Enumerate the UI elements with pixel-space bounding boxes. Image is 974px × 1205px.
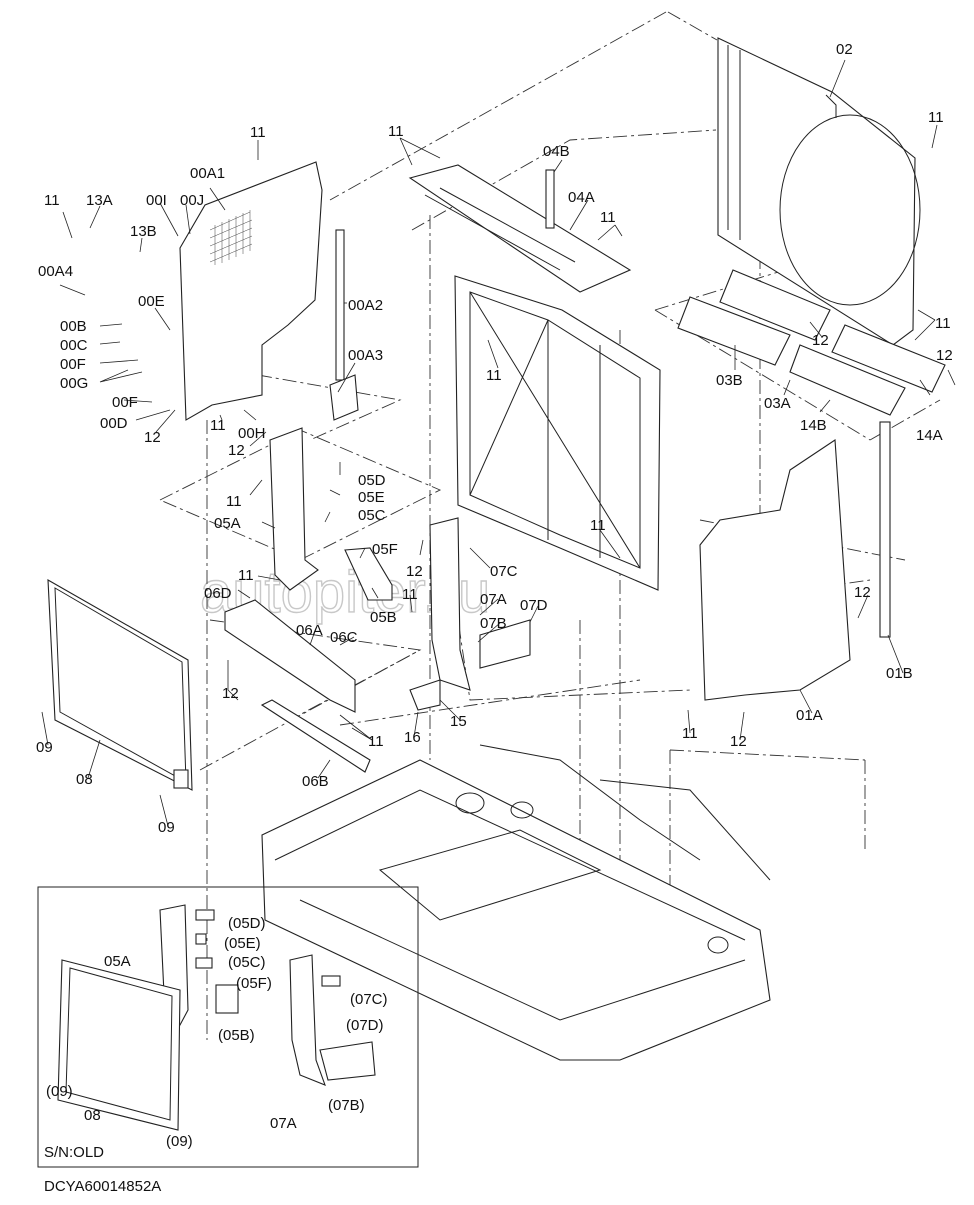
callout-08: 08 [76, 771, 93, 788]
callout-07a: 07A [480, 591, 507, 608]
callout-00d: 00D [100, 415, 128, 432]
callout-00f: 00F [112, 394, 138, 411]
callout-05d: (05D) [228, 915, 266, 932]
callout-15: 15 [450, 713, 467, 730]
callout-05e: (05E) [224, 935, 261, 952]
callout-11: 11 [402, 586, 418, 603]
callout-07d: 07D [520, 597, 548, 614]
callout-01a: 01A [796, 707, 823, 724]
callout-07c: 07C [490, 563, 518, 580]
callout-11: 11 [682, 725, 698, 742]
callout-13a: 13A [86, 192, 113, 209]
callout-00b: 00B [60, 318, 87, 335]
callout-12: 12 [730, 733, 747, 750]
callout-16: 16 [404, 729, 421, 746]
callout-14b: 14B [800, 417, 827, 434]
callout-00a3: 00A3 [348, 347, 383, 364]
callout-11: 11 [486, 367, 502, 384]
callout-11: 11 [928, 109, 944, 126]
callout-07d: (07D) [346, 1017, 384, 1034]
callout-12: 12 [812, 332, 829, 349]
callout-04b: 04B [543, 143, 570, 160]
top-cover-04A [408, 164, 632, 293]
callout-00i: 00I [146, 192, 167, 209]
callout-00e: 00E [138, 293, 165, 310]
side-panel-01A [699, 421, 891, 701]
callout-labels: 02 11 11 11 00A1 04B 04A 11 13A 00I 00J 13B 11 00A4 00… [36, 41, 953, 836]
callout-05f: 05F [372, 541, 398, 558]
callout-11: 11 [590, 517, 606, 534]
callout-11: 11 [226, 493, 242, 510]
callout-05d: 05D [358, 472, 386, 489]
chassis-frame [261, 744, 771, 1061]
callout-00a2: 00A2 [348, 297, 383, 314]
callout-12: 12 [222, 685, 239, 702]
callout-06a: 06A [296, 622, 323, 639]
side-covers [677, 269, 946, 416]
callout-09: (09) [166, 1133, 193, 1150]
callout-06c: 06C [330, 629, 358, 646]
callout-13b: 13B [130, 223, 157, 240]
document-code: DCYA60014852A [44, 1178, 161, 1195]
inset-caption: S/N:OLD [44, 1144, 104, 1161]
callout-12: 12 [406, 563, 423, 580]
callout-01b: 01B [886, 665, 913, 682]
callout-12: 12 [228, 442, 245, 459]
callout-12: 12 [144, 429, 161, 446]
callout-11: 11 [238, 567, 254, 584]
radiator-frame [454, 275, 661, 591]
callout-14a: 14A [916, 427, 943, 444]
callout-11: 11 [250, 124, 266, 141]
brackets [269, 427, 471, 711]
callout-07a: 07A [270, 1115, 297, 1132]
callout-06d: 06D [204, 585, 232, 602]
callout-05c: 05C [358, 507, 386, 524]
callout-00a4: 00A4 [38, 263, 73, 280]
callout-00h: 00H [238, 425, 266, 442]
callout-12: 12 [854, 584, 871, 601]
callout-07c: (07C) [350, 991, 388, 1008]
callout-05c: (05C) [228, 954, 266, 971]
callout-09: 09 [158, 819, 175, 836]
inset-frame [37, 886, 419, 1168]
callout-07b: (07B) [328, 1097, 365, 1114]
callout-00c: 00C [60, 337, 88, 354]
callout-05b: (05B) [218, 1027, 255, 1044]
callout-05b: 05B [370, 609, 397, 626]
callout-00f: 00F [60, 356, 86, 373]
callout-03a: 03A [764, 395, 791, 412]
callout-11: 11 [368, 733, 384, 750]
callout-09: (09) [46, 1083, 73, 1100]
beams [224, 547, 531, 773]
callout-11: 11 [44, 192, 60, 209]
callout-02: 02 [836, 41, 853, 58]
inset-old-serial: (05D) (05E) 05A (05C) (05F) (07C) (07D) (05B) (0… [37, 886, 419, 1168]
callout-04a: 04A [568, 189, 595, 206]
callout-00g: 00G [60, 375, 88, 392]
callout-05f: (05F) [236, 975, 272, 992]
fan-shroud-02 [717, 37, 921, 346]
leader-lines [41, 59, 956, 827]
screen-08 [47, 579, 193, 791]
callout-07b: 07B [480, 615, 507, 632]
callout-05a: 05A [214, 515, 241, 532]
callout-11: 11 [388, 123, 404, 140]
callout-05e: 05E [358, 489, 385, 506]
callout-00a1: 00A1 [190, 165, 225, 182]
side-panel-00A1 [179, 161, 359, 421]
callout-00j: 00J [180, 192, 204, 209]
callout-09: 09 [36, 739, 53, 756]
callout-11: 11 [210, 417, 226, 434]
callout-05a: 05A [104, 953, 131, 970]
callout-03b: 03B [716, 372, 743, 389]
callout-11: 11 [600, 209, 616, 226]
callout-11: 11 [935, 315, 951, 332]
callout-08: 08 [84, 1107, 101, 1124]
callout-12: 12 [936, 347, 953, 364]
callout-06b: 06B [302, 773, 329, 790]
